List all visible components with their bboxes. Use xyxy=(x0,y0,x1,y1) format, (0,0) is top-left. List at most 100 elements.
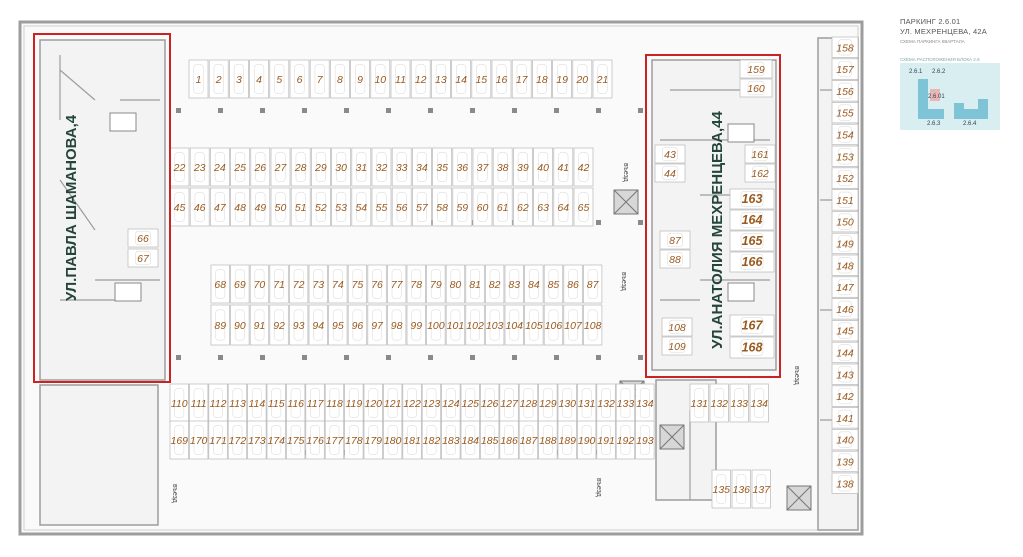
scheme-label: СХЕМА РАСПОЛОЖЕНИЯ БЛОКА 2.6 xyxy=(900,57,980,62)
slot-number: 83 xyxy=(508,279,520,291)
slot-number: 27 xyxy=(274,162,288,174)
slot-number: 18 xyxy=(536,74,548,86)
slot-number: 117 xyxy=(307,398,325,410)
slot-number: 20 xyxy=(575,74,588,86)
slot-number: 66 xyxy=(137,233,149,245)
column xyxy=(470,355,475,360)
column xyxy=(218,355,223,360)
slot-number: 91 xyxy=(254,320,266,332)
slot-number: 94 xyxy=(312,320,324,332)
parking-slot: 151 xyxy=(831,189,859,211)
slot-number: 47 xyxy=(214,202,227,214)
column xyxy=(596,220,601,225)
slot-number: 113 xyxy=(229,398,246,410)
parking-slot: 100 xyxy=(426,304,446,346)
stair-lift-block xyxy=(109,112,137,132)
slot-number: 69 xyxy=(234,279,246,291)
parking-slot: 118 xyxy=(324,383,345,423)
slot-number: 97 xyxy=(371,320,384,332)
plan-title-line2: УЛ. МЕХРЕНЦЕВА, 42А xyxy=(900,27,987,36)
parking-slot: 83 xyxy=(504,264,524,304)
slot-number: 180 xyxy=(384,435,402,447)
parking-slot: 12 xyxy=(410,59,431,99)
slot-number: 25 xyxy=(233,162,246,174)
parking-slot: 59 xyxy=(452,187,473,227)
slot-number: 49 xyxy=(254,202,266,214)
parking-slot: 19 xyxy=(552,59,572,99)
slot-number: 147 xyxy=(836,282,855,294)
parking-slot: 96 xyxy=(347,304,368,346)
slot-number: 181 xyxy=(403,435,421,447)
column xyxy=(596,108,601,113)
parking-slot: 141 xyxy=(831,407,859,429)
slot-number: 79 xyxy=(430,279,442,291)
slot-number: 170 xyxy=(190,435,208,447)
slot-number: 187 xyxy=(520,435,539,447)
slot-number: 72 xyxy=(293,279,305,291)
parking-slot: 21 xyxy=(592,59,613,99)
parking-slot: 193 xyxy=(635,420,655,460)
slot-number: 172 xyxy=(229,435,247,447)
ramp-arrows xyxy=(786,485,812,511)
slot-number: 65 xyxy=(578,202,590,214)
parking-slot: 58 xyxy=(432,187,452,227)
slot-number: 3 xyxy=(236,74,242,86)
parking-slot: 92 xyxy=(269,304,289,346)
slot-number: 77 xyxy=(391,279,404,291)
building-core xyxy=(39,384,159,526)
slot-number: 82 xyxy=(489,279,501,291)
slot-number: 162 xyxy=(751,168,769,180)
slot-number: 124 xyxy=(442,398,460,410)
slot-number: 171 xyxy=(209,435,227,447)
parking-slot: 86 xyxy=(563,264,583,304)
parking-slot: 77 xyxy=(387,264,407,304)
highlight-frame-left xyxy=(33,33,171,383)
parking-slot: 153 xyxy=(831,145,859,167)
column xyxy=(554,108,559,113)
parking-slot: 71 xyxy=(269,264,289,304)
slot-number: 188 xyxy=(539,435,557,447)
parking-slot: 116 xyxy=(286,383,306,423)
parking-slot: 67 xyxy=(127,248,159,268)
slot-number: 150 xyxy=(836,217,854,229)
column xyxy=(638,108,643,113)
slot-number: 39 xyxy=(517,162,529,174)
slot-number: 164 xyxy=(742,213,763,227)
parking-slot: 27 xyxy=(270,147,291,187)
slot-number: 50 xyxy=(275,202,287,214)
slot-number: 58 xyxy=(436,202,448,214)
parking-slot: 30 xyxy=(331,147,351,187)
parking-slot: 80 xyxy=(445,264,466,304)
slot-number: 8 xyxy=(337,74,343,86)
parking-slot: 165 xyxy=(729,230,775,252)
parking-slot: 79 xyxy=(426,264,446,304)
parking-slot: 181 xyxy=(402,420,422,460)
column xyxy=(344,355,349,360)
slot-number: 152 xyxy=(836,173,854,185)
slot-number: 35 xyxy=(436,162,448,174)
parking-slot: 163 xyxy=(729,188,775,210)
parking-slot: 52 xyxy=(311,187,331,227)
column xyxy=(386,355,391,360)
slot-number: 174 xyxy=(267,435,285,447)
slot-number: 114 xyxy=(248,398,265,410)
parking-slot: 122 xyxy=(402,383,422,423)
slot-number: 34 xyxy=(416,162,428,174)
scheme-label-4: 2.6.3 xyxy=(927,121,941,127)
parking-slot: 177 xyxy=(324,420,344,460)
slot-number: 131 xyxy=(578,398,596,410)
highlight-frames xyxy=(33,33,781,383)
slot-number: 57 xyxy=(416,202,429,214)
parking-slot: 91 xyxy=(249,304,270,346)
slot-number: 144 xyxy=(836,347,854,359)
slot-number: 48 xyxy=(234,202,246,214)
parking-slot: 171 xyxy=(208,420,228,460)
scheme-label-3: 2.6.01 xyxy=(928,94,945,100)
slot-number: 166 xyxy=(742,255,764,269)
stair-lift-block xyxy=(727,282,755,302)
slot-number: 105 xyxy=(525,320,543,332)
column xyxy=(512,355,517,360)
slot-number: 131 xyxy=(690,398,708,410)
slot-number: 78 xyxy=(410,279,422,291)
slot-number: 118 xyxy=(326,398,343,410)
